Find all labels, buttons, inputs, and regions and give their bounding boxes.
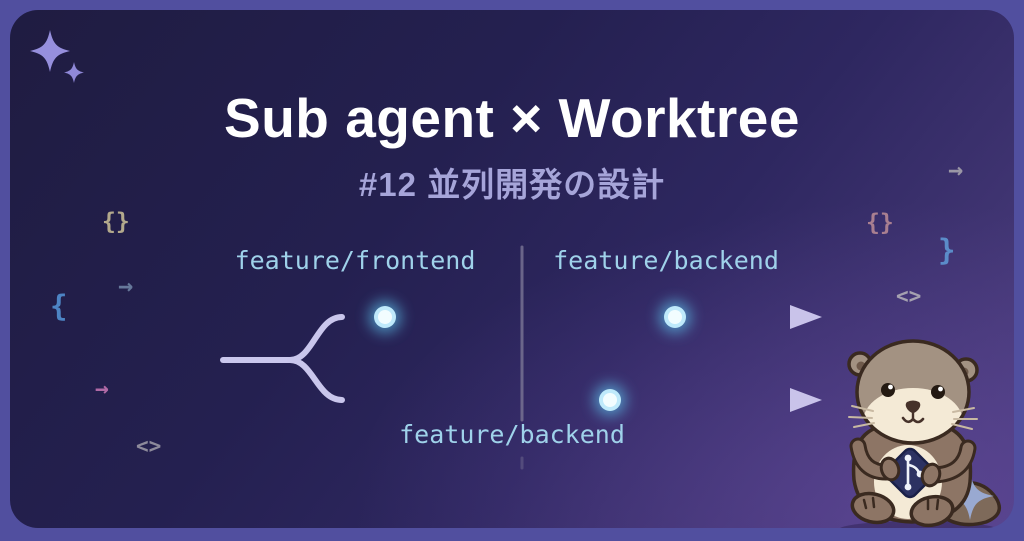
angle-brackets-symbol: <>	[896, 284, 922, 308]
sparkle-icon	[946, 472, 994, 520]
commit-dot	[594, 384, 626, 416]
commit-dot	[369, 301, 401, 333]
branch-label-backend-top: feature/backend	[553, 246, 779, 275]
sparkle-large	[30, 30, 70, 72]
angle-brackets-symbol: <>	[136, 434, 162, 458]
page-subtitle: #12 並列開発の設計	[358, 166, 666, 203]
bottom-branch-arrowhead	[790, 388, 822, 412]
braces-symbol: {}	[866, 210, 894, 236]
braces-symbol: {}	[102, 209, 130, 235]
branch-label-frontend: feature/frontend	[234, 246, 476, 275]
open-brace-symbol: {	[50, 289, 68, 323]
otter-head	[848, 339, 978, 445]
otter-foot	[909, 494, 955, 528]
fork-down-curve	[287, 357, 345, 403]
branch-label-backend-bottom: feature/backend	[399, 420, 625, 449]
otter-mascot	[840, 339, 1002, 528]
arrow-symbol: →	[118, 271, 134, 300]
slide-card: Sub agent × Worktree #12 並列開発の設計 {} → { …	[10, 10, 1014, 528]
fork-up-curve	[287, 314, 345, 363]
git-branch-card	[884, 447, 936, 499]
otter-eye	[881, 383, 895, 397]
top-branch-arrowhead	[790, 305, 822, 329]
sparkle-icon	[30, 30, 84, 83]
otter-foot	[850, 491, 896, 525]
otter-whiskers	[848, 405, 978, 430]
close-brace-symbol: }	[938, 233, 956, 267]
otter-nose	[905, 400, 921, 413]
otter-mouth	[901, 416, 925, 424]
otter-paw	[920, 462, 942, 488]
arrow-symbol: →	[95, 376, 109, 402]
arrow-symbol: →	[948, 155, 964, 184]
page-title: Sub agent × Worktree	[224, 87, 800, 149]
otter-paw	[879, 456, 901, 482]
otter-eye	[931, 385, 945, 399]
git-branch-diagram	[220, 245, 822, 470]
sparkle-small	[64, 62, 84, 83]
commit-dot	[659, 301, 691, 333]
